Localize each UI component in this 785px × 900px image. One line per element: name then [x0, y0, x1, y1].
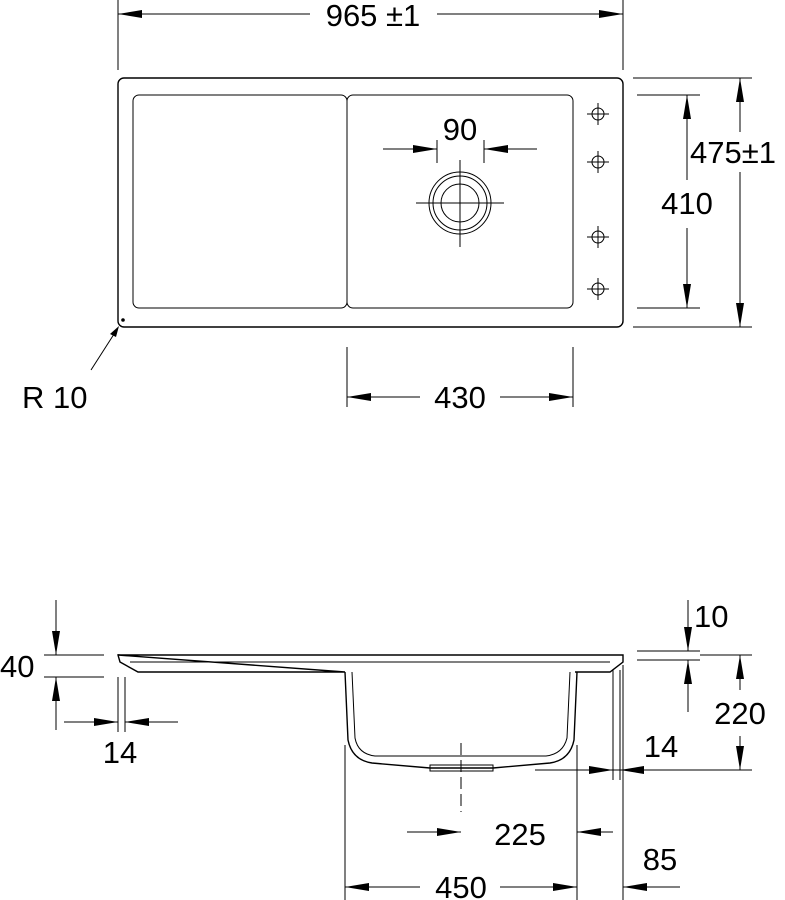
drainboard-area	[132, 94, 348, 309]
bowl-depth-label: 410	[661, 186, 713, 221]
left-edge-label: 14	[103, 735, 137, 770]
bowl-width-dimension: 430	[346, 347, 574, 415]
overall-width-dimension: 965 ±1	[117, 0, 624, 70]
sink-outline	[117, 77, 624, 328]
corner-radius-label: R 10	[22, 380, 87, 415]
corner-radius-dot	[121, 318, 125, 322]
drain-offset-dimension: 225	[407, 745, 613, 900]
drain-diameter-label: 90	[443, 112, 477, 147]
total-height-label: 40	[0, 649, 34, 684]
tap-hole-crosshair-icon	[587, 103, 609, 300]
bowl-height-dimension: 220	[535, 654, 766, 771]
rim-thickness-label: 10	[694, 599, 728, 634]
section-bowl-width-label: 450	[435, 870, 487, 900]
bowl-height-label: 220	[714, 696, 766, 731]
left-edge-dimension: 14	[64, 677, 178, 770]
top-view: R 10 965 ±1 90	[22, 0, 776, 415]
bowl-outline	[346, 94, 574, 309]
edge-offset-label: 85	[643, 842, 677, 877]
section-bowl-width-dimension: 450	[344, 745, 577, 900]
section-view: 40 14 10	[0, 599, 766, 900]
overall-depth-dimension: 475±1	[633, 77, 776, 328]
right-edge-label: 14	[644, 729, 678, 764]
sink-rim-profile	[117, 654, 624, 673]
corner-radius-leader	[90, 330, 117, 371]
total-height-dimension: 40	[0, 600, 104, 730]
bowl-depth-dimension: 410	[637, 94, 713, 309]
overall-depth-label: 475±1	[690, 135, 776, 170]
rim-thickness-dimension: 10	[637, 599, 728, 712]
drain-offset-label: 225	[494, 817, 546, 852]
right-edge-dimension: 14	[578, 670, 678, 780]
overall-width-label: 965 ±1	[326, 0, 421, 33]
drain-diameter-dimension: 90	[383, 112, 537, 163]
drain-circle-icon	[416, 160, 504, 247]
bowl-width-label: 430	[434, 380, 486, 415]
edge-offset-dimension: 85	[622, 665, 680, 900]
